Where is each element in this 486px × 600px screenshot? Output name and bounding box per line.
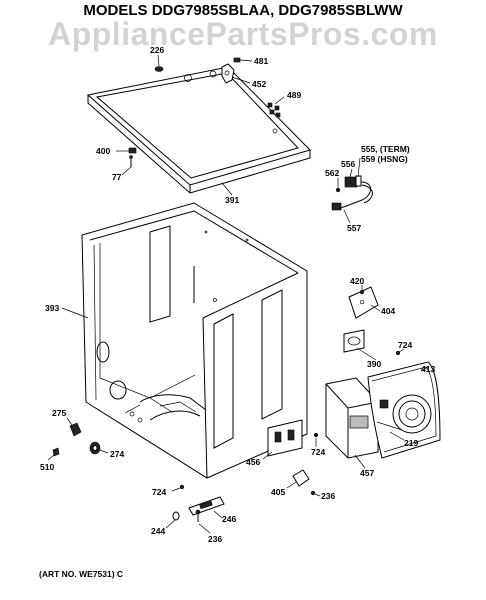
watermark: AppliancePartsPros.com xyxy=(48,16,438,52)
callout-219: 219 xyxy=(404,438,418,448)
leader-lines xyxy=(47,54,429,534)
callout-236-right: 236 xyxy=(321,491,335,501)
callout-400: 400 xyxy=(96,146,110,156)
screw-724-lower xyxy=(179,484,185,490)
callout-226: 226 xyxy=(150,45,164,55)
callout-391: 391 xyxy=(225,195,239,205)
plate-390 xyxy=(343,329,365,353)
part-452 xyxy=(221,63,235,84)
callout-562: 562 xyxy=(325,168,339,178)
screw-236-right xyxy=(310,490,316,496)
part-489 xyxy=(267,102,281,118)
callout-390: 390 xyxy=(367,359,381,369)
bracket-404 xyxy=(348,286,379,319)
callout-724-lower: 724 xyxy=(152,487,166,497)
screw-724-middle xyxy=(313,432,319,438)
screw-724-upper xyxy=(395,350,401,356)
callout-510: 510 xyxy=(40,462,54,472)
callout-724-upper: 724 xyxy=(398,340,412,350)
callout-456: 456 xyxy=(246,457,260,467)
burner-assembly-457 xyxy=(325,377,379,459)
callout-724-middle: 724 xyxy=(311,447,325,457)
callout-404: 404 xyxy=(381,306,395,316)
callout-557: 557 xyxy=(347,223,361,233)
callout-489: 489 xyxy=(287,90,301,100)
part-77 xyxy=(129,155,133,167)
callout-420: 420 xyxy=(350,276,364,286)
part-246 xyxy=(188,496,225,516)
cabinet xyxy=(81,202,308,479)
callout-481: 481 xyxy=(254,56,268,66)
callout-77: 77 xyxy=(112,172,122,182)
callout-457: 457 xyxy=(360,468,374,478)
screw-236-bottom xyxy=(195,509,201,522)
callout-labels: 226 481 452 489 400 77 391 556 555, (TER… xyxy=(40,45,435,544)
part-400 xyxy=(128,147,137,154)
callout-559: 559 (HSNG) xyxy=(361,154,408,164)
terminal-harness xyxy=(331,175,373,211)
callout-405: 405 xyxy=(271,487,285,497)
screw-420 xyxy=(359,289,365,295)
page-title: MODELS DDG7985SBLAA, DDG7985SBLWW xyxy=(83,2,403,19)
panel-413 xyxy=(367,361,441,459)
callout-275: 275 xyxy=(52,408,66,418)
callout-413: 413 xyxy=(421,364,435,374)
art-number: (ART NO. WE7531) C xyxy=(39,569,124,579)
part-275 xyxy=(69,422,82,437)
callout-274: 274 xyxy=(110,449,124,459)
callout-452: 452 xyxy=(252,79,266,89)
part-274 xyxy=(89,441,101,455)
callout-393: 393 xyxy=(45,303,59,313)
callout-556: 556 xyxy=(341,159,355,169)
callout-555: 555, (TERM) xyxy=(361,144,410,154)
part-405 xyxy=(292,469,310,487)
part-481 xyxy=(233,57,241,63)
callout-244: 244 xyxy=(151,526,165,536)
part-456 xyxy=(267,419,303,457)
callout-236-bottom: 236 xyxy=(208,534,222,544)
top-panel xyxy=(86,66,311,194)
part-244 xyxy=(172,511,180,521)
callout-246: 246 xyxy=(222,514,236,524)
part-510 xyxy=(52,447,60,457)
part-226 xyxy=(154,66,164,72)
